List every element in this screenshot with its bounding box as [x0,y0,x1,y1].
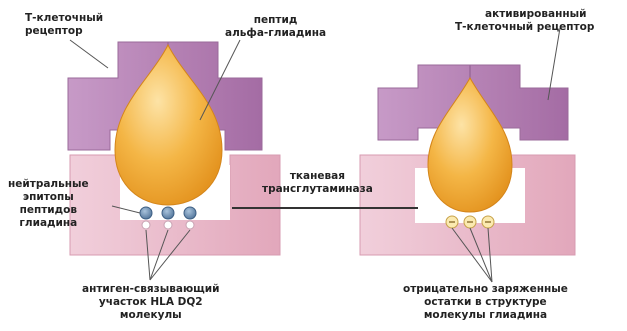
label-line: молекулы глиадина [403,309,568,322]
label-transglutaminase: тканевая трансглутаминаза [262,170,373,196]
label-line: антиген-связывающий [82,283,219,296]
label-activated-tcr: активированный Т-клеточный рецептор [455,8,594,34]
label-line: Т-клеточный рецептор [455,21,594,34]
label-line: альфа-глиадина [225,27,326,40]
label-line: Т-клеточный [25,12,103,25]
label-antigen-site: антиген-связывающий участок HLA DQ2 моле… [82,283,219,322]
label-line: остатки в структуре [403,296,568,309]
label-negative-residues: отрицательно заряженные остатки в структ… [403,283,568,322]
label-neutral-epitopes: нейтральные эпитопы пептидов глиадина [8,178,89,230]
label-line: тканевая [262,170,373,183]
label-line: нейтральные [8,178,89,191]
label-line: глиадина [8,217,89,230]
label-line: эпитопы [8,191,89,204]
label-tcr-left: Т-клеточный рецептор [25,12,103,38]
label-line: рецептор [25,25,103,38]
negative-residues-right [446,216,494,228]
label-line: трансглутаминаза [262,183,373,196]
label-peptide: пептид альфа-глиадина [225,14,326,40]
label-line: молекулы [82,309,219,322]
neutral-epitopes-left [140,207,196,229]
label-line: активированный [455,8,594,21]
label-line: отрицательно заряженные [403,283,568,296]
label-line: участок HLA DQ2 [82,296,219,309]
label-line: пептидов [8,204,89,217]
label-line: пептид [225,14,326,27]
